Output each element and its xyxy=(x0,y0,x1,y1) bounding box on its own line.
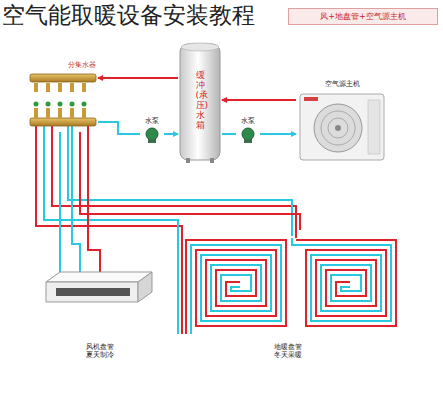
floor-coil-spirals-part xyxy=(292,238,391,321)
buffer-tank-graphic-part xyxy=(186,158,190,163)
fan-coil-graphic xyxy=(46,272,152,302)
pipe-connector xyxy=(98,122,140,134)
air-source-unit-graphic-part xyxy=(300,94,384,160)
water-pump: 水泵 xyxy=(236,117,260,144)
manifold-graphic xyxy=(30,74,96,126)
pipe-connector xyxy=(59,132,61,262)
floor-coil-spirals xyxy=(186,238,396,334)
manifold-graphic-part xyxy=(46,102,51,107)
manifold-graphic-part xyxy=(70,102,75,107)
manifold-graphic-part xyxy=(30,118,96,126)
floor-pipe-runs-part xyxy=(88,126,100,272)
manifold-graphic-part xyxy=(30,74,96,82)
manifold: 分集水器 xyxy=(28,60,98,132)
pipe-connector xyxy=(222,133,236,135)
pump-icons xyxy=(146,128,254,143)
fan-coil-graphic-part xyxy=(46,282,138,302)
air-source-unit-graphic-part xyxy=(321,111,355,145)
pipe-connector xyxy=(98,77,178,79)
floor-pipe-runs-part xyxy=(44,126,178,334)
pump-icons-part xyxy=(242,128,254,140)
manifold-graphic-part xyxy=(70,108,74,118)
node-label: 缓冲(承压)水箱 xyxy=(196,71,205,130)
pump-icons-part xyxy=(146,128,158,140)
header-banner: 风+地盘管+空气源主机 xyxy=(288,8,438,25)
floor-pipe-runs-part xyxy=(59,262,61,272)
node-label: 地暖盘管 冬天采暖 xyxy=(271,343,305,361)
floor-coil-spirals-part xyxy=(191,245,281,334)
pump-icons-part xyxy=(148,139,156,143)
fan-coil-graphic-part xyxy=(138,272,152,302)
node-label: 空气源主机 xyxy=(325,80,360,89)
manifold-graphic-part xyxy=(82,83,86,92)
node-label: 水泵 xyxy=(241,117,255,126)
buffer-tank-graphic-part xyxy=(181,43,219,51)
air-source-unit: 空气源主机 xyxy=(296,80,388,164)
manifold-graphic-part xyxy=(46,83,50,92)
manifold-graphic-part xyxy=(46,108,50,118)
manifold-graphic-part xyxy=(58,102,63,107)
air-source-unit-graphic-part xyxy=(304,97,318,101)
buffer-tank-graphic-part xyxy=(210,158,214,163)
pipe-connector xyxy=(80,132,300,230)
floor-heating-coil: 地暖盘管 冬天采暖 xyxy=(176,230,400,364)
node-label: 风机盘管 夏天制冷 xyxy=(83,343,117,361)
air-source-unit-graphic-part xyxy=(368,100,380,154)
banner-text: 风+地盘管+空气源主机 xyxy=(320,11,405,22)
air-source-unit-graphic xyxy=(300,94,384,160)
pipe-connector xyxy=(222,99,296,101)
node-label: 分集水器 xyxy=(68,61,96,70)
floor-pipe-runs-part xyxy=(72,126,80,272)
fan-coil-graphic-part xyxy=(56,288,130,296)
manifold-graphic-part xyxy=(70,83,74,92)
air-source-unit-graphic-part xyxy=(328,118,348,138)
floor-pipe-runs-part xyxy=(36,126,182,334)
manifold-graphic-part xyxy=(34,108,38,118)
floor-pipe-runs xyxy=(36,126,296,334)
manifold-graphic-part xyxy=(34,83,38,92)
water-pump: 水泵 xyxy=(140,117,164,144)
page-title: 空气能取暖设备安装教程 xyxy=(2,3,255,28)
manifold-graphic-part xyxy=(82,108,86,118)
manifold-graphic-part xyxy=(82,102,87,107)
buffer-tank-graphic-part xyxy=(180,44,220,160)
buffer-tank: 缓冲(承压)水箱 xyxy=(178,40,222,162)
fan-coil-graphic-part xyxy=(46,272,152,282)
air-source-unit-graphic-part xyxy=(335,125,341,131)
fan-coil-unit: 风机盘管 夏天制冷 xyxy=(40,262,160,364)
pump-icons-part xyxy=(244,139,252,143)
buffer-tank-graphic xyxy=(180,43,220,163)
manifold-graphic-part xyxy=(58,83,62,92)
manifold-graphic-part xyxy=(58,108,62,118)
manifold-graphic-part xyxy=(34,102,39,107)
pipe-connector xyxy=(260,133,296,135)
air-source-unit-graphic-part xyxy=(314,104,362,152)
floor-coil-spirals-part xyxy=(186,240,286,334)
node-label: 水泵 xyxy=(145,117,159,126)
pipe-connector xyxy=(164,133,178,135)
